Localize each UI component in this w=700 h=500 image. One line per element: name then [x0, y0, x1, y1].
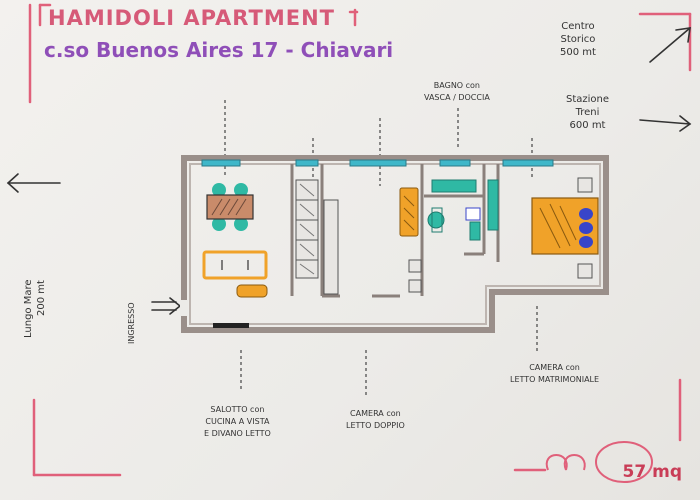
kitchen-counter — [213, 323, 249, 328]
address-text: c.so Buenos Aires 17 - Chiavari — [44, 38, 394, 62]
label-camera-doppia-line1: CAMERA con — [350, 409, 401, 418]
label-camera-doppia: CAMERA con LETTO DOPPIO — [346, 408, 405, 432]
label-salotto: SALOTTO con CUCINA A VISTA E DIVANO LETT… — [204, 404, 271, 440]
bathroom-fixtures — [427, 179, 499, 241]
arrow-right-icon — [639, 115, 692, 132]
landmark-stazione-line1: Stazione — [566, 94, 610, 105]
landmark-stazione-line3: 600 mt — [569, 120, 606, 131]
entrance-arrow-icon — [151, 297, 182, 315]
label-camera-doppia-line2: LETTO DOPPIO — [346, 421, 405, 430]
window-salotto — [201, 159, 241, 167]
landmark-stazione: Stazione Treni 600 mt — [566, 93, 609, 132]
label-bagno-line2: VASCA / DOCCIA — [424, 93, 490, 102]
window-camera-matrimoniale — [502, 159, 554, 167]
landmark-centro: Centro Storico 500 mt — [560, 20, 596, 59]
window-corridor — [295, 159, 319, 167]
landmark-stazione-line2: Treni — [575, 107, 600, 118]
area-label: 57 mq — [622, 462, 682, 482]
label-salotto-line3: E DIVANO LETTO — [204, 429, 271, 438]
label-bagno: BAGNO con VASCA / DOCCIA — [424, 80, 490, 104]
landmark-centro-line2: Storico — [560, 34, 596, 45]
dining-table — [206, 183, 254, 231]
landmark-centro-line1: Centro — [561, 21, 595, 32]
label-salotto-line2: CUCINA A VISTA — [205, 417, 270, 426]
label-bagno-line1: BAGNO con — [433, 81, 481, 90]
landmark-centro-line3: 500 mt — [560, 47, 596, 58]
matrimonial-bed — [531, 177, 599, 279]
label-camera-matrimoniale-line2: LETTO MATRIMONIALE — [510, 375, 600, 384]
sofa-bed — [202, 250, 268, 298]
apartment-title: HAMIDOLI APARTMENT — [48, 6, 335, 30]
label-salotto-line1: SALOTTO con — [210, 405, 265, 414]
label-camera-matrimoniale: CAMERA con LETTO MATRIMONIALE — [510, 362, 599, 386]
label-camera-matrimoniale-line1: CAMERA con — [529, 363, 580, 372]
cabinets — [295, 179, 339, 295]
double-bed — [399, 187, 422, 293]
window-camera-doppia — [349, 159, 407, 167]
arrow-left-icon — [6, 173, 61, 193]
window-bagno — [439, 159, 471, 167]
arrow-up-right-icon — [649, 27, 691, 63]
